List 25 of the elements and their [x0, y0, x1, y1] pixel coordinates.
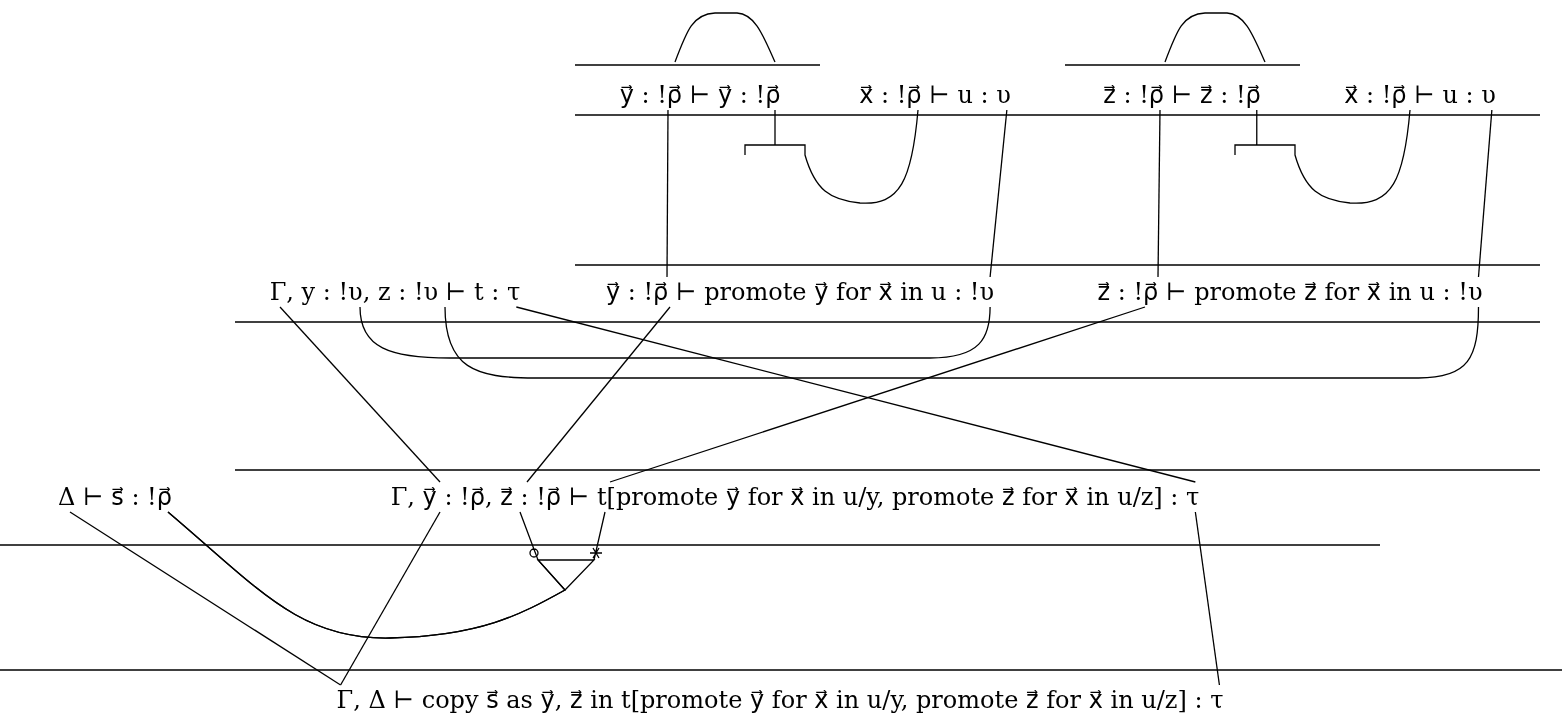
sequent-text: Γ, y : !υ, z : !υ ⊢ t : τ [269, 277, 521, 307]
wire-line [1194, 511, 1221, 686]
wire-line [444, 306, 1480, 379]
wire-line [1157, 109, 1161, 278]
wire-line [359, 306, 991, 359]
sequent-text: Γ, y⃗ : !ρ⃗, z⃗ : !ρ⃗ ⊢ t[promote y⃗ for x⃗ in u/y, promote z⃗ for x⃗ in u/z] : τ [390, 482, 1200, 512]
wire-line [989, 109, 1008, 278]
sequent-text: z⃗ : !ρ⃗ ⊢ promote z⃗ for x⃗ in u : !υ [1097, 277, 1483, 307]
sequent-text: y⃗ : !ρ⃗ ⊢ promote y⃗ for x⃗ in u : !υ [605, 277, 995, 307]
wire-line [69, 511, 342, 686]
wire-line [1234, 109, 1411, 204]
wire-line [609, 306, 1146, 483]
sequent-text: Δ ⊢ s⃗ : !ρ⃗ [58, 482, 172, 512]
sequent-text: x⃗ : !ρ⃗ ⊢ u : υ [859, 80, 1011, 110]
sequent-text: y⃗ : !ρ⃗ ⊢ y⃗ : !ρ⃗ [619, 80, 781, 110]
wire-line [666, 109, 669, 278]
wire-line [1477, 109, 1493, 278]
sequent-text: x⃗ : !ρ⃗ ⊢ u : υ [1344, 80, 1496, 110]
wire-line [744, 109, 919, 204]
wire-line [279, 306, 441, 483]
sequent-text: Γ, Δ ⊢ copy s⃗ as y⃗, z⃗ in t[promote y⃗ for x⃗ in u/y, promote z⃗ for x⃗ in u/z] : τ [336, 685, 1224, 715]
wire-line [526, 306, 671, 483]
wire-line [515, 306, 1196, 483]
wire-line [339, 511, 441, 686]
sequent-text: z⃗ : !ρ⃗ ⊢ z⃗ : !ρ⃗ [1103, 80, 1261, 110]
